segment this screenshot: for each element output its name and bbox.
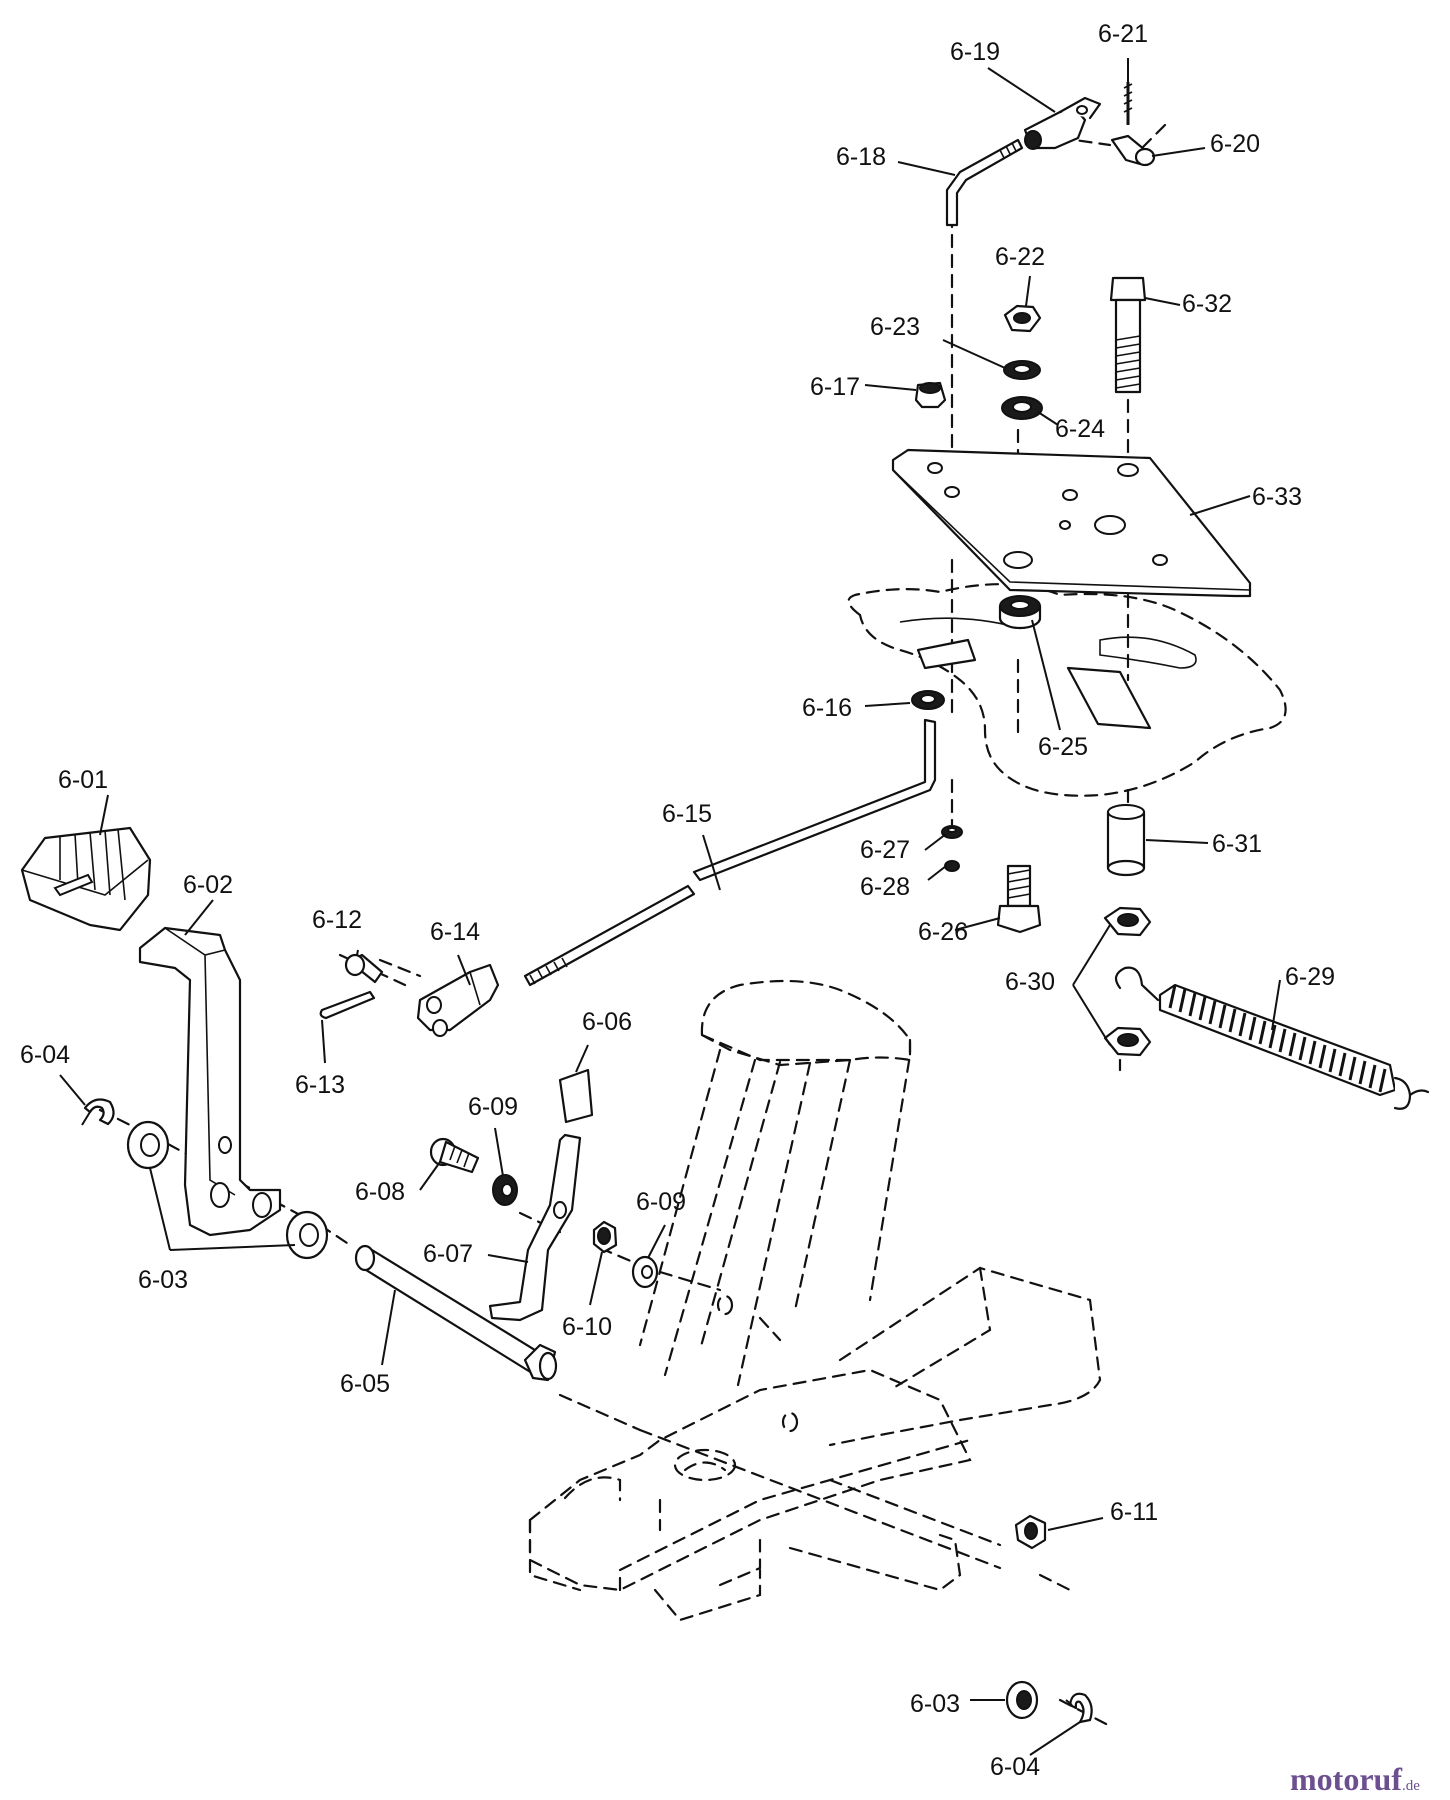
watermark-suffix: .de <box>1402 1778 1420 1794</box>
washer-6-03-left <box>126 1120 170 1170</box>
callout-6-22: 6-22 <box>995 243 1045 271</box>
clevis-6-14 <box>416 963 500 1037</box>
nut-6-10 <box>592 1220 618 1254</box>
watermark-brand: motoruf <box>1290 1761 1402 1797</box>
washer-6-23 <box>1003 360 1041 380</box>
callout-6-31: 6-31 <box>1212 830 1262 858</box>
callout-6-07: 6-07 <box>423 1240 473 1268</box>
callout-6-15: 6-15 <box>662 800 712 828</box>
callout-6-24: 6-24 <box>1055 415 1105 443</box>
nut-6-30-upper <box>1103 906 1152 937</box>
spring-6-29 <box>1158 983 1430 1110</box>
callout-6-12: 6-12 <box>312 906 362 934</box>
callout-6-23: 6-23 <box>870 313 920 341</box>
callout-6-06: 6-06 <box>582 1008 632 1036</box>
pedal-pad-6-01 <box>20 826 152 932</box>
callout-6-28: 6-28 <box>860 873 910 901</box>
clevis-6-19 <box>1023 96 1102 150</box>
callout-6-10: 6-10 <box>562 1313 612 1341</box>
callout-6-14: 6-14 <box>430 918 480 946</box>
spring-hook-6-29 <box>1114 966 1160 1002</box>
callout-6-25: 6-25 <box>1038 733 1088 761</box>
callout-6-16: 6-16 <box>802 694 852 722</box>
washer-6-09-lower <box>631 1255 659 1289</box>
retaining-ring-6-04-left <box>81 1098 115 1126</box>
bolt-6-26 <box>996 864 1042 934</box>
bolt-6-08 <box>429 1137 480 1174</box>
callout-6-09-upper: 6-09 <box>468 1093 518 1121</box>
nut-6-11 <box>1014 1514 1047 1550</box>
bushing-6-25 <box>998 595 1042 630</box>
callout-6-27: 6-27 <box>860 836 910 864</box>
pedal-arm-6-02 <box>138 926 282 1237</box>
callout-6-17: 6-17 <box>810 373 860 401</box>
washer-6-24 <box>1001 396 1043 420</box>
callout-6-05: 6-05 <box>340 1370 390 1398</box>
watermark-text: motoruf.de <box>1290 1761 1420 1797</box>
callout-6-01: 6-01 <box>58 766 108 794</box>
callout-6-18: 6-18 <box>836 143 886 171</box>
bolt-6-32 <box>1109 276 1147 394</box>
washer-6-09-upper <box>492 1174 518 1206</box>
watermark-logo: motoruf.de <box>1290 1761 1420 1797</box>
frame-outline <box>528 979 1102 1622</box>
callout-6-03-right: 6-03 <box>910 1690 960 1718</box>
cotter-pin-6-13 <box>319 990 376 1020</box>
mounting-plate <box>891 448 1252 598</box>
nut-6-22 <box>1003 304 1042 333</box>
retaining-ring-6-04-right <box>1065 1692 1093 1724</box>
washer-6-03-right <box>1005 1680 1039 1720</box>
callout-6-26: 6-26 <box>918 918 968 946</box>
callout-6-19: 6-19 <box>950 38 1000 66</box>
clevis-pin-6-12 <box>344 953 384 984</box>
callout-6-30: 6-30 <box>1005 968 1055 996</box>
callout-6-32: 6-32 <box>1182 290 1232 318</box>
bracket-6-07 <box>488 1133 582 1322</box>
rod-6-15 <box>523 718 937 987</box>
rod-6-18 <box>945 138 1024 227</box>
leader-lines <box>59 58 1281 1756</box>
callout-6-03-left: 6-03 <box>138 1266 188 1294</box>
washer-6-03-middle <box>285 1210 329 1260</box>
shaft-6-05 <box>354 1244 558 1382</box>
callout-6-02: 6-02 <box>183 871 233 899</box>
cap-nut-6-17 <box>914 381 947 409</box>
callout-6-13: 6-13 <box>295 1071 345 1099</box>
callout-6-21: 6-21 <box>1098 20 1148 48</box>
callout-6-29: 6-29 <box>1285 963 1335 991</box>
clevis-pin-6-20 <box>1110 134 1156 167</box>
callout-6-33: 6-33 <box>1252 483 1302 511</box>
callout-6-04-left: 6-04 <box>20 1041 70 1069</box>
callout-6-04-right: 6-04 <box>990 1753 1040 1781</box>
nut-6-30-lower <box>1103 1026 1152 1057</box>
callout-6-20: 6-20 <box>1210 130 1260 158</box>
pad-6-06 <box>558 1068 594 1124</box>
nut-6-27 <box>941 825 963 839</box>
washer-6-28 <box>944 860 960 872</box>
callout-6-11: 6-11 <box>1110 1498 1158 1526</box>
callout-6-08: 6-08 <box>355 1178 405 1206</box>
spacer-6-31 <box>1106 804 1146 877</box>
cotter-pin-6-21 <box>1123 82 1133 125</box>
floor-plate-outline <box>847 583 1287 797</box>
washer-6-16 <box>911 690 945 710</box>
callout-6-09-lower: 6-09 <box>636 1188 686 1216</box>
callout-labels: 6-01 6-02 6-03 6-03 6-04 6-04 6-05 6-06 … <box>20 20 1335 1781</box>
